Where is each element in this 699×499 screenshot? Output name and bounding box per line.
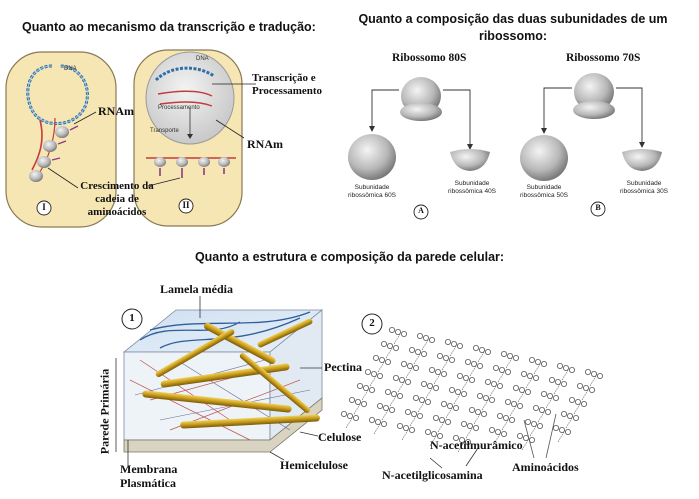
crescimento-label: Crescimento da cadeia de aminoácidos [80, 180, 154, 218]
n-acetilglicosamina-label: N-acetilglicosamina [382, 468, 483, 482]
rnam-label-2: RNAm [247, 137, 283, 151]
membrana-plasmatica-label: Membrana Plasmática [120, 462, 178, 490]
ribossomo-80s-label: Ribossomo 80S [392, 52, 467, 64]
ribossomo-70s-label: Ribossomo 70S [566, 52, 641, 64]
ribosome-70s-diagram [520, 73, 662, 217]
eukaryote-cell [133, 49, 256, 227]
peptidoglycan-lattice [340, 326, 604, 453]
celulose-label: Celulose [318, 430, 362, 444]
rnam-label-1: RNAm [98, 104, 134, 118]
subunidade-30s-label: Subunidade ribossômica 30S [619, 180, 669, 195]
panel-label-2: 2 [369, 317, 375, 329]
panel-label-B: B [595, 203, 601, 212]
panel-label-I: I [42, 202, 46, 212]
transporte-small-label: Transporte [150, 128, 179, 134]
ribosome-80s-diagram [348, 77, 490, 220]
n-acetilmuramico-label: N-acetilmurâmico [430, 438, 523, 452]
dna-label-cell-2: DNA [196, 56, 209, 62]
lamela-media-label: Lamela média [160, 282, 233, 296]
subunidade-60s-label: Subunidade ribossômica 60S [347, 184, 397, 199]
panel-label-II: II [182, 200, 190, 210]
aminoacidos-label: Aminoácidos [512, 460, 579, 474]
subunidade-40s-label: Subunidade ribossômica 40S [447, 180, 497, 195]
subunidade-50s-label: Subunidade ribossômica 50S [519, 184, 569, 199]
dna-label-cell-1: DNA [64, 66, 77, 72]
pectina-label: Pectina [324, 360, 362, 374]
processamento-small-label: Processamento [158, 105, 200, 111]
heading-transcription: Quanto ao mecanismo da transcrição e tra… [22, 20, 316, 34]
parede-primaria-label: Parede Primária [97, 368, 112, 455]
prokaryote-cell [5, 51, 117, 228]
heading-ribosome: Quanto a composição das duas subunidades… [358, 12, 668, 43]
panel-label-1: 1 [129, 312, 135, 324]
plant-cell-wall-block [115, 296, 324, 466]
heading-cellwall: Quanto a estrutura e composição da pared… [194, 250, 505, 264]
hemicelulose-label: Hemicelulose [280, 458, 348, 472]
transcricao-label: Transcrição e Processamento [252, 72, 323, 97]
panel-label-A: A [418, 206, 424, 215]
